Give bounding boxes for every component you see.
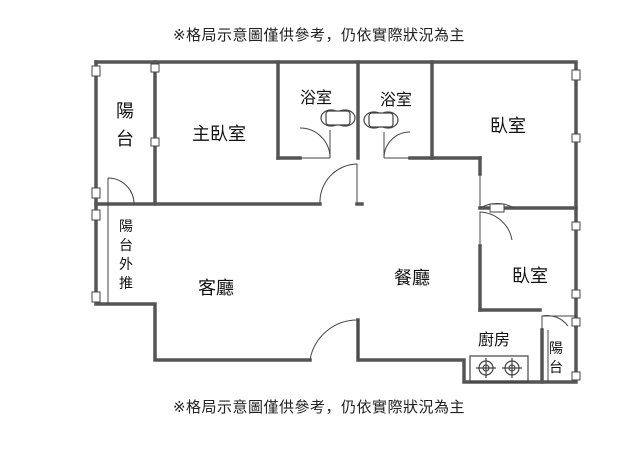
room-label-bath-1: 浴室 <box>300 88 333 107</box>
door-bedroom-1 <box>479 174 515 209</box>
door-master <box>319 163 358 205</box>
room-label-balcony-right: 陽台 <box>549 341 563 376</box>
window-left-mid <box>91 187 101 199</box>
window-left-top <box>91 65 101 77</box>
room-label-bedroom-1: 臥室 <box>490 116 526 137</box>
window-balcony-1 <box>150 63 160 73</box>
window-right-bottom <box>571 371 581 381</box>
room-label-bath-2: 浴室 <box>380 90 413 109</box>
window-right-4 <box>571 317 581 327</box>
walls <box>94 60 578 384</box>
toilet-2 <box>363 111 399 129</box>
door-kitchen-balcony <box>541 315 569 330</box>
room-label-balcony-left: 陽台 <box>116 101 134 150</box>
windows <box>91 63 581 381</box>
outer-wall-top <box>94 60 578 328</box>
window-left-bottom <box>91 291 101 303</box>
stove-icon <box>469 355 529 383</box>
window-left-low <box>91 209 101 221</box>
window-bedroom-door <box>489 203 505 213</box>
room-label-balcony-outward: 陽台外推 <box>119 219 133 292</box>
room-label-master-bedroom: 主臥室 <box>192 124 246 145</box>
window-balcony-2 <box>150 137 160 147</box>
window-right-top <box>571 69 581 81</box>
window-right-2 <box>571 221 581 231</box>
door-bedroom-2 <box>479 211 513 246</box>
outer-wall-bottom <box>94 60 312 362</box>
room-label-kitchen: 廚房 <box>478 330 511 349</box>
door-entrance <box>309 319 359 361</box>
top-disclaimer: ※格局示意圖僅供參考，仍依實際狀況為主 <box>172 26 466 44</box>
door-balcony <box>107 177 135 205</box>
door-bath-1 <box>299 127 331 159</box>
bottom-disclaimer: ※格局示意圖僅供參考，仍依實際狀況為主 <box>172 398 466 416</box>
room-label-bedroom-2: 臥室 <box>512 266 548 287</box>
room-label-living-room: 客廳 <box>198 278 234 299</box>
window-right-mid <box>571 133 581 143</box>
thin-lines <box>107 204 576 382</box>
door-bath-2 <box>383 131 411 159</box>
doors <box>107 127 569 361</box>
room-label-dining-room: 餐廳 <box>394 268 430 289</box>
toilet-1 <box>320 109 356 127</box>
window-right-3 <box>571 289 581 299</box>
